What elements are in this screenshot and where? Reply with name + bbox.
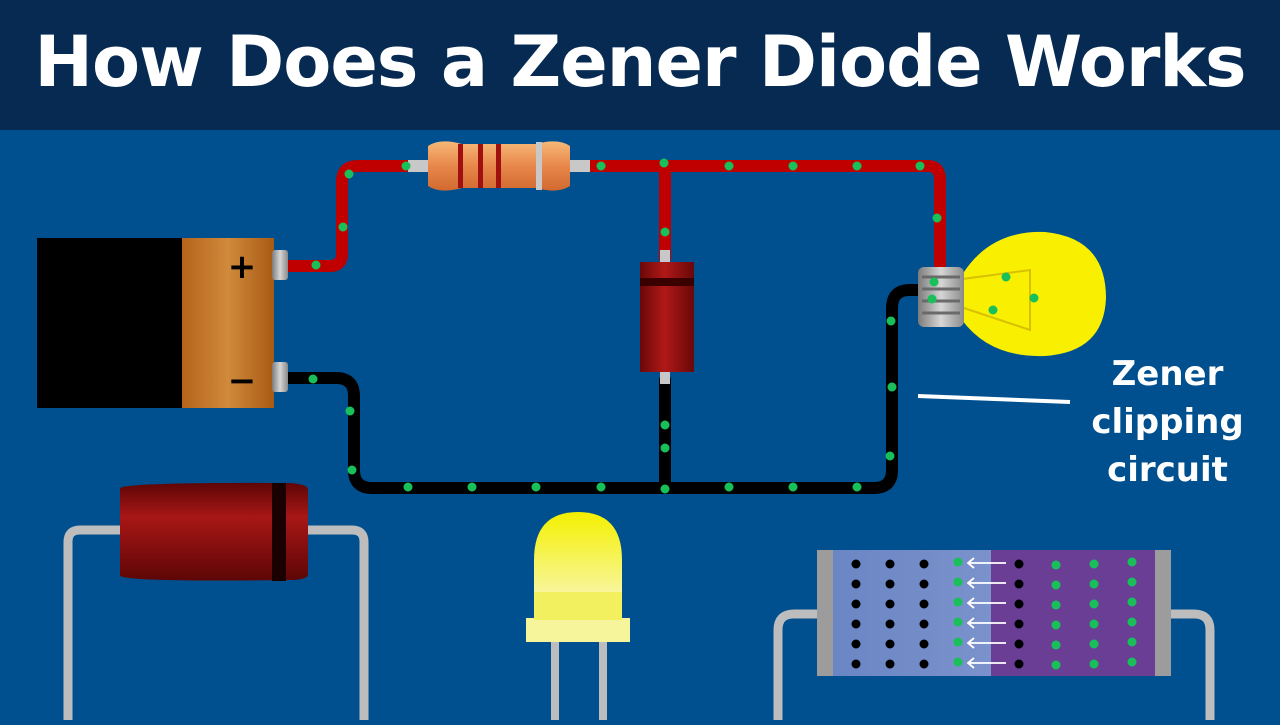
battery-minus-symbol: − — [228, 361, 257, 401]
electron-dots — [308, 158, 1039, 494]
label-line-1: Zener — [1111, 354, 1224, 394]
negative-wire — [281, 284, 934, 494]
zener-clipping-circuit-label: Zener clipping circuit — [1075, 350, 1260, 494]
label-line-2: clipping — [1091, 402, 1244, 442]
page-title: How Does a Zener Diode Works — [34, 21, 1246, 103]
zener-diode-icon — [640, 250, 694, 384]
header-banner: How Does a Zener Diode Works — [0, 0, 1280, 130]
pn-junction-icon — [773, 550, 1215, 720]
positive-wire — [281, 160, 946, 278]
led-icon — [526, 512, 630, 720]
diode-component-icon — [63, 482, 369, 720]
battery-plus-symbol: + — [228, 247, 257, 287]
circuit-scene: + − — [0, 130, 1280, 720]
label-line-3: circuit — [1107, 450, 1228, 490]
annotation-line — [917, 394, 1071, 404]
resistor-icon — [408, 141, 590, 191]
battery-icon: + − — [37, 238, 288, 408]
circuit-diagram: + − — [37, 141, 1215, 720]
light-bulb-icon — [918, 231, 1106, 357]
